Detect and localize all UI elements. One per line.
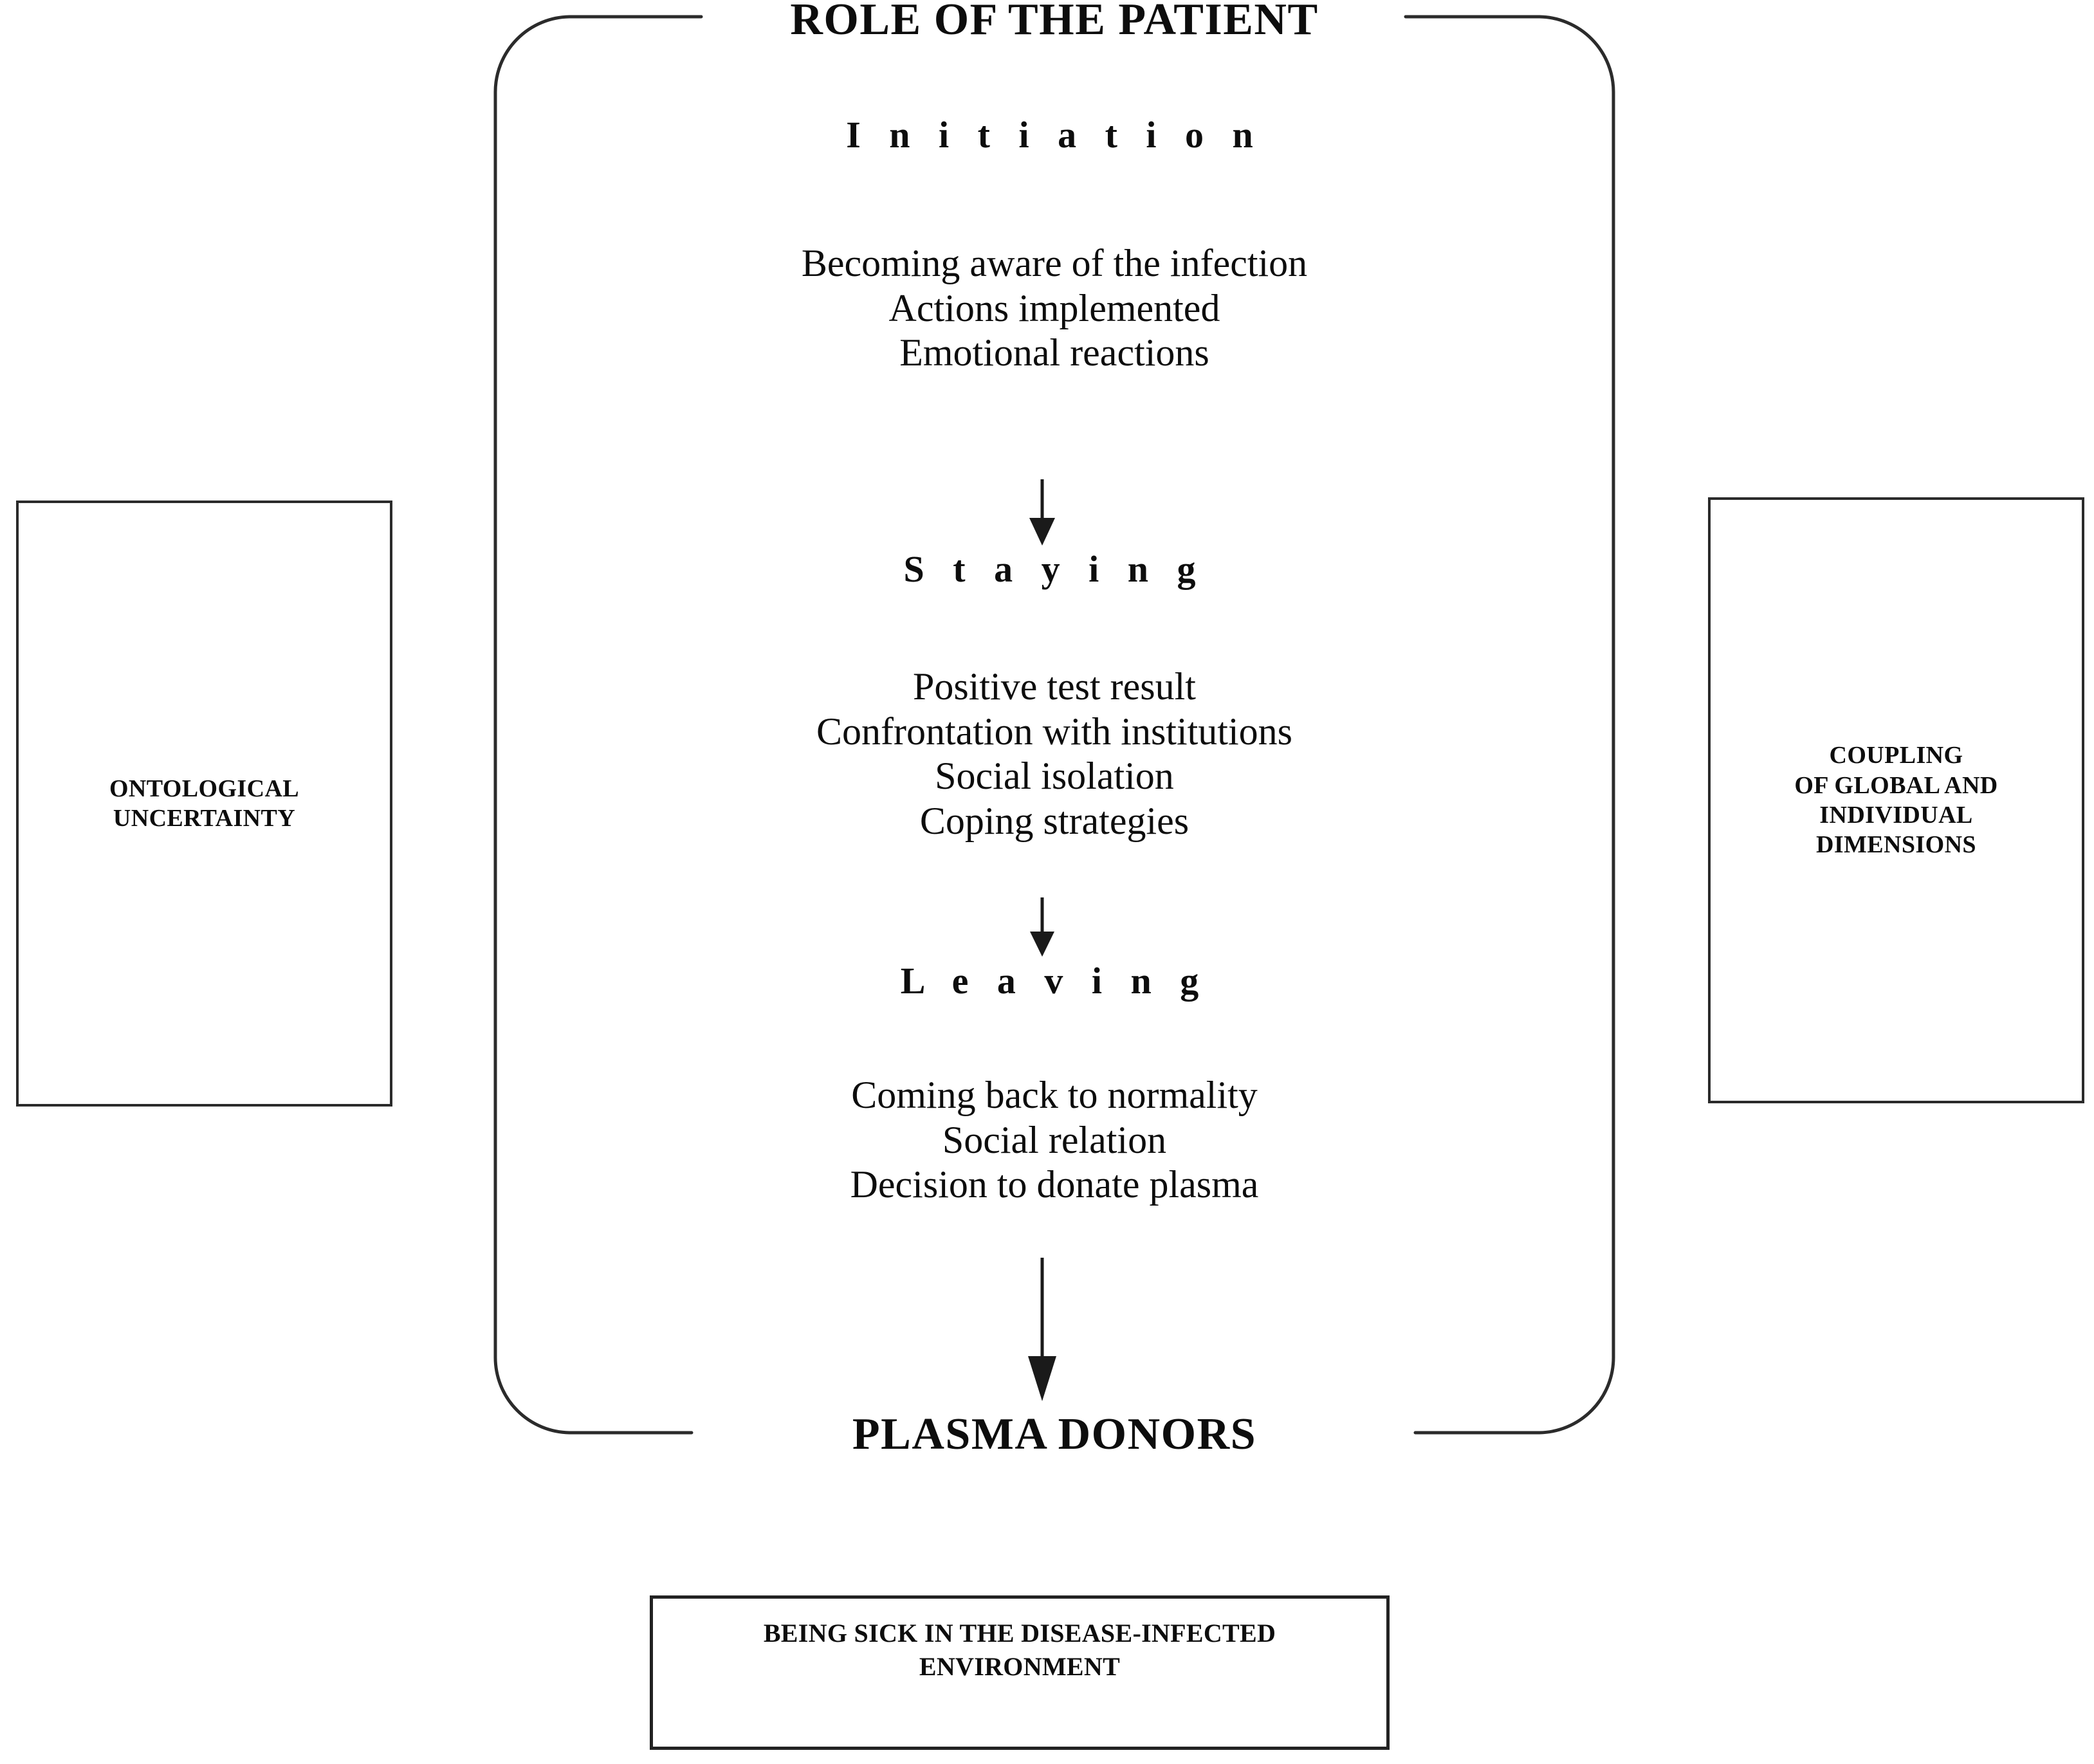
- left-concept-box: ONTOLOGICAL UNCERTAINTY: [16, 501, 392, 1107]
- stage-items-initiation: Becoming aware of the infection Actions …: [495, 241, 1613, 376]
- right-concept-line: OF GLOBAL AND: [1794, 771, 1998, 799]
- stage-item: Becoming aware of the infection: [801, 242, 1308, 284]
- bottom-concept-line: BEING SICK IN THE DISEASE-INFECTED: [763, 1619, 1276, 1648]
- stage-item: Confrontation with institutions: [816, 710, 1292, 753]
- right-concept-label: COUPLING OF GLOBAL AND INDIVIDUAL DIMENS…: [1794, 740, 1998, 859]
- stage-items-staying: Positive test result Confrontation with …: [495, 665, 1613, 843]
- bottom-concept-line: ENVIRONMENT: [919, 1652, 1121, 1681]
- stage-heading-staying: S t a y i n g: [903, 548, 1206, 590]
- page-title: ROLE OF THE PATIENT: [790, 0, 1319, 44]
- stage-heading-leaving: L e a v i n g: [900, 960, 1209, 1002]
- stage-item: Social isolation: [935, 755, 1174, 798]
- right-concept-box: COUPLING OF GLOBAL AND INDIVIDUAL DIMENS…: [1708, 497, 2084, 1103]
- stage-item: Coping strategies: [919, 799, 1189, 842]
- stage-item: Social relation: [942, 1118, 1167, 1161]
- bottom-concept-box: BEING SICK IN THE DISEASE-INFECTED ENVIR…: [650, 1595, 1390, 1750]
- stage-item: Coming back to normality: [851, 1074, 1258, 1116]
- stage-item: Actions implemented: [888, 286, 1220, 329]
- stage-item: Decision to donate plasma: [850, 1163, 1259, 1206]
- right-concept-line: COUPLING: [1829, 742, 1963, 769]
- right-concept-line: INDIVIDUAL: [1819, 802, 1973, 829]
- arrow-initiation-to-staying: [1029, 479, 1055, 546]
- outcome-title: PLASMA DONORS: [852, 1410, 1257, 1459]
- stage-heading-initiation: I n i t i a t i o n: [846, 114, 1263, 156]
- stage-item: Emotional reactions: [899, 331, 1209, 374]
- arrow-leaving-to-plasma-donors: [1028, 1258, 1056, 1401]
- left-concept-line: ONTOLOGICAL: [109, 775, 300, 802]
- stage-items-leaving: Coming back to normality Social relation…: [495, 1073, 1613, 1208]
- arrow-staying-to-leaving: [1030, 897, 1054, 957]
- stage-item: Positive test result: [913, 665, 1196, 708]
- left-concept-line: UNCERTAINTY: [113, 805, 296, 832]
- bottom-concept-label: BEING SICK IN THE DISEASE-INFECTED ENVIR…: [764, 1617, 1276, 1684]
- left-concept-label: ONTOLOGICAL UNCERTAINTY: [109, 774, 299, 834]
- right-concept-line: DIMENSIONS: [1816, 831, 1976, 859]
